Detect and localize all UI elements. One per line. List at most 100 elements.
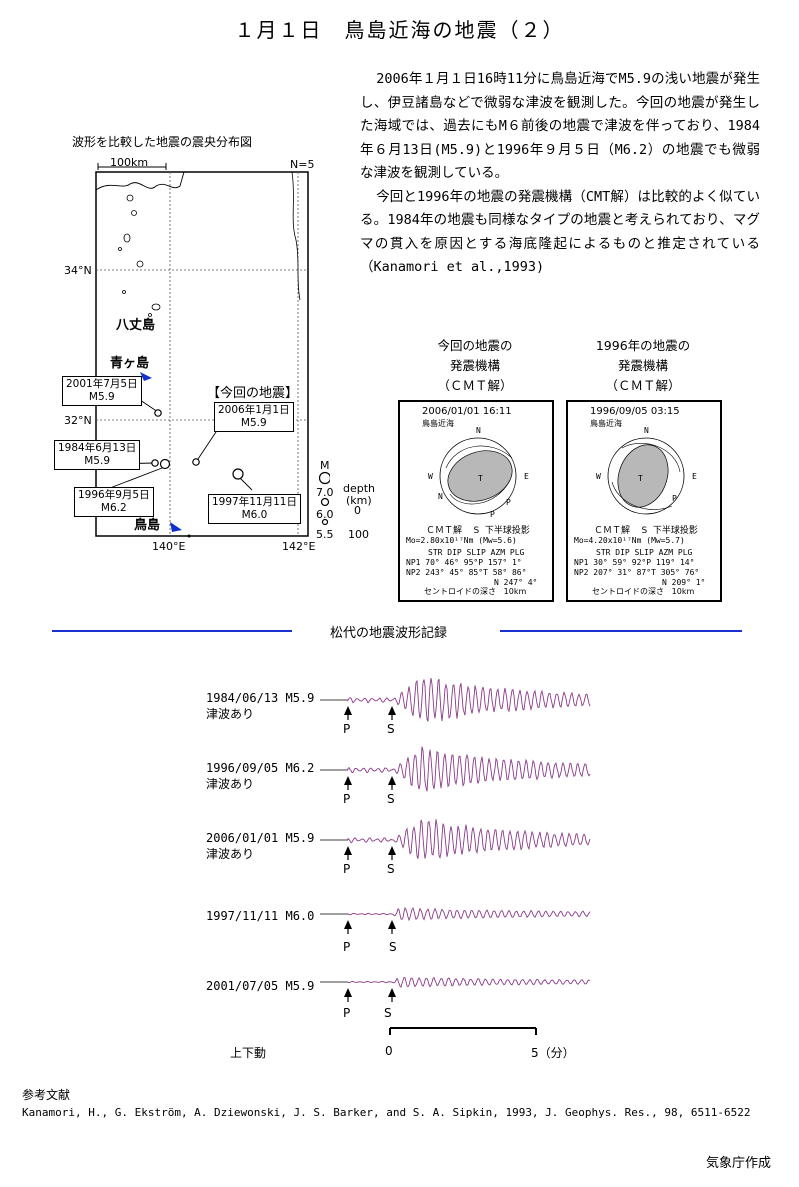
cmt-panel-current: 2006/01/01 16:11 鳥島近海 N E W T P N P ＣＭＴ解…: [398, 400, 554, 602]
map-scale-label: 100km: [110, 156, 149, 169]
s-label-1: S: [387, 722, 395, 736]
legend-depth-0: 0: [354, 504, 361, 517]
legend-depth-unit: (km): [346, 494, 372, 507]
epicenter-1997: [232, 468, 244, 480]
phase-arrow: [344, 776, 352, 785]
waveform-trace: [347, 819, 591, 860]
lon-label-140: 140°E: [152, 540, 186, 553]
legend-depth-100: 100: [348, 528, 369, 541]
cmt-mo: Mo=2.80x10¹⁷Nm (Mw=5.6): [406, 536, 517, 545]
paragraph-1: 2006年１月１日16時11分に鳥島近海でM5.9の浅い地震が発生し、伊豆諸島な…: [360, 71, 760, 181]
beach-e: E: [524, 472, 529, 481]
phase-arrow: [344, 706, 352, 715]
waveform-plot: [320, 678, 591, 1035]
p-label-3: P: [343, 862, 351, 876]
cmt-caption: ＣＭＴ解 S 下半球投影: [594, 526, 698, 536]
island-hachijo: 八丈島: [116, 318, 156, 333]
cmt-region: 鳥島近海: [422, 419, 454, 428]
island-torishima: 鳥島: [134, 518, 161, 533]
scale-end: 5（分）: [531, 1046, 575, 1060]
beach-n2: N: [438, 492, 443, 501]
beach-e: E: [692, 472, 697, 481]
lat-label-34: 34°N: [64, 264, 92, 277]
s-label-5: S: [384, 1006, 392, 1020]
phase-arrow: [344, 988, 352, 997]
map-title: 波形を比較した地震の震央分布図: [72, 135, 253, 149]
description-text: 2006年１月１日16時11分に鳥島近海でM5.9の浅い地震が発生し、伊豆諸島な…: [360, 68, 760, 280]
beach-t: T: [638, 474, 643, 483]
epicenter-1996: [159, 458, 171, 470]
cmt-np1: NP1 70° 46° 95°P 157° 1°: [406, 558, 522, 567]
cmt-mo: Mo=4.20x10¹⁷Nm (Mw=5.7): [574, 536, 685, 545]
waveform-title: 松代の地震波形記録: [330, 626, 448, 641]
cmt-naxis: N 209° 1°: [662, 578, 706, 587]
phase-arrow: [344, 846, 352, 855]
section-rule-right: [500, 630, 742, 632]
cmt-heading-1996: 1996年の地震の発震機構（ＣＭＴ解）: [595, 338, 691, 393]
wave-row-label-4: 1997/11/11 M6.0: [206, 909, 315, 923]
p-label-4: P: [343, 940, 351, 954]
epicenter-2001: [154, 409, 162, 417]
cmt-datetime: 2006/01/01 16:11: [422, 406, 512, 417]
waveform-trace: [347, 976, 591, 988]
component-label: 上下動: [230, 1046, 267, 1060]
phase-arrow: [388, 846, 396, 855]
cmt-np2: NP2 243° 45° 85°T 58° 86°: [406, 568, 527, 577]
cmt-head: STR DIP SLIP AZM PLG: [596, 548, 693, 557]
waveform-trace: [347, 678, 591, 722]
beach-w: W: [428, 472, 433, 481]
cmt-np1: NP1 30° 59° 92°P 119° 14°: [574, 558, 695, 567]
legend-m-label: M: [320, 459, 330, 472]
beachball-1996: [607, 437, 685, 515]
legend-mag-7: 7.0: [316, 486, 334, 499]
epicenter-2006: [192, 458, 200, 466]
legend-mag-55: 5.5: [316, 528, 334, 541]
phase-arrow: [388, 776, 396, 785]
legend-mag-6: 6.0: [316, 508, 334, 521]
beachball-current: [439, 437, 517, 515]
phase-arrow: [388, 988, 396, 997]
cmt-head: STR DIP SLIP AZM PLG: [428, 548, 525, 557]
beach-p: P: [672, 494, 677, 503]
section-rule-left: [52, 630, 292, 632]
phase-arrow: [344, 920, 352, 929]
legend-depth-label: depth: [343, 482, 376, 495]
reference-heading: 参考文献: [22, 1088, 71, 1102]
beach-n: N: [644, 426, 649, 435]
phase-arrow: [388, 920, 396, 929]
p-label-2: P: [343, 792, 351, 806]
cmt-naxis: N 247° 4°: [494, 578, 538, 587]
reference-text: Kanamori, H., G. Ekström, A. Dziewonski,…: [22, 1106, 751, 1119]
waveform-trace: [347, 746, 591, 792]
cmt-datetime: 1996/09/05 03:15: [590, 406, 680, 417]
cmt-panel-1996: 1996/09/05 03:15 鳥島近海 N E W T P ＣＭＴ解 S 下…: [566, 400, 722, 602]
credit: 気象庁作成: [705, 1156, 771, 1171]
cmt-centroid: セントロイドの深さ 10km: [424, 587, 527, 596]
beach-n: N: [476, 426, 481, 435]
lat-label-32: 32°N: [64, 414, 92, 427]
s-label-2: S: [387, 792, 395, 806]
current-quake-label: 【今回の地震】: [207, 386, 299, 401]
cmt-np2: NP2 207° 31° 87°T 305° 76°: [574, 568, 700, 577]
beach-p2: P: [490, 510, 495, 519]
s-label-4: S: [389, 940, 397, 954]
s-label-3: S: [387, 862, 395, 876]
p-label-5: P: [343, 1006, 351, 1020]
wave-row-label-5: 2001/07/05 M5.9: [206, 979, 315, 993]
epicenter-1984: [151, 459, 159, 467]
time-scale-bar: [389, 1027, 537, 1035]
cmt-caption: ＣＭＴ解 S 下半球投影: [426, 526, 530, 536]
p-label-1: P: [343, 722, 351, 736]
island-aogashima: 青ヶ島: [110, 356, 150, 371]
map-n-label: N=5: [290, 158, 315, 171]
cmt-heading-current: 今回の地震の発震機構（ＣＭＴ解）: [437, 338, 513, 393]
beach-w: W: [596, 472, 601, 481]
